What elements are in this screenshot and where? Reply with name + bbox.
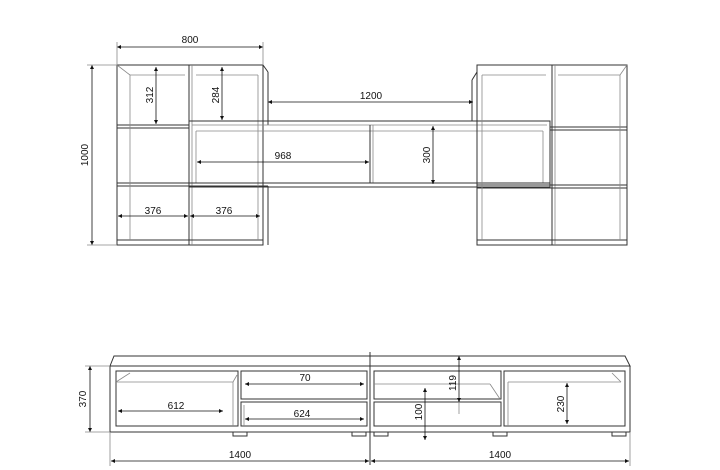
dim-cell-284: 284 xyxy=(211,86,222,103)
dim-cell-376-right: 376 xyxy=(216,206,233,217)
dim-niche-70: 70 xyxy=(299,373,311,384)
dim-gap-1200: 1200 xyxy=(360,91,383,102)
tv-unit xyxy=(109,352,631,465)
wall-unit xyxy=(116,64,628,246)
dim-height-370: 370 xyxy=(78,390,89,407)
dim-shelf-968: 968 xyxy=(275,151,292,162)
dim-width-800: 800 xyxy=(182,35,199,46)
legs xyxy=(232,431,627,437)
dim-half-1400-left: 1400 xyxy=(229,450,252,461)
dim-drawer-612: 612 xyxy=(168,401,185,412)
dim-drawer-624: 624 xyxy=(294,409,311,420)
tv-dimensions: 370 70 624 612 119 100 230 1400 1400 xyxy=(78,356,631,466)
dim-100: 100 xyxy=(414,403,425,420)
dim-gap-119: 119 xyxy=(448,375,459,391)
left-tower xyxy=(116,64,269,246)
middle-shelf xyxy=(188,120,551,188)
dim-height-1000: 1000 xyxy=(80,143,91,166)
dim-drawer-230: 230 xyxy=(556,395,567,412)
dim-cell-312: 312 xyxy=(145,86,156,103)
dim-shelf-300: 300 xyxy=(422,146,433,163)
dim-cell-376-left: 376 xyxy=(145,206,162,217)
dim-half-1400-right: 1400 xyxy=(489,450,512,461)
wall-dimensions: 800 1000 1200 968 300 312 284 376 376 xyxy=(80,35,473,246)
